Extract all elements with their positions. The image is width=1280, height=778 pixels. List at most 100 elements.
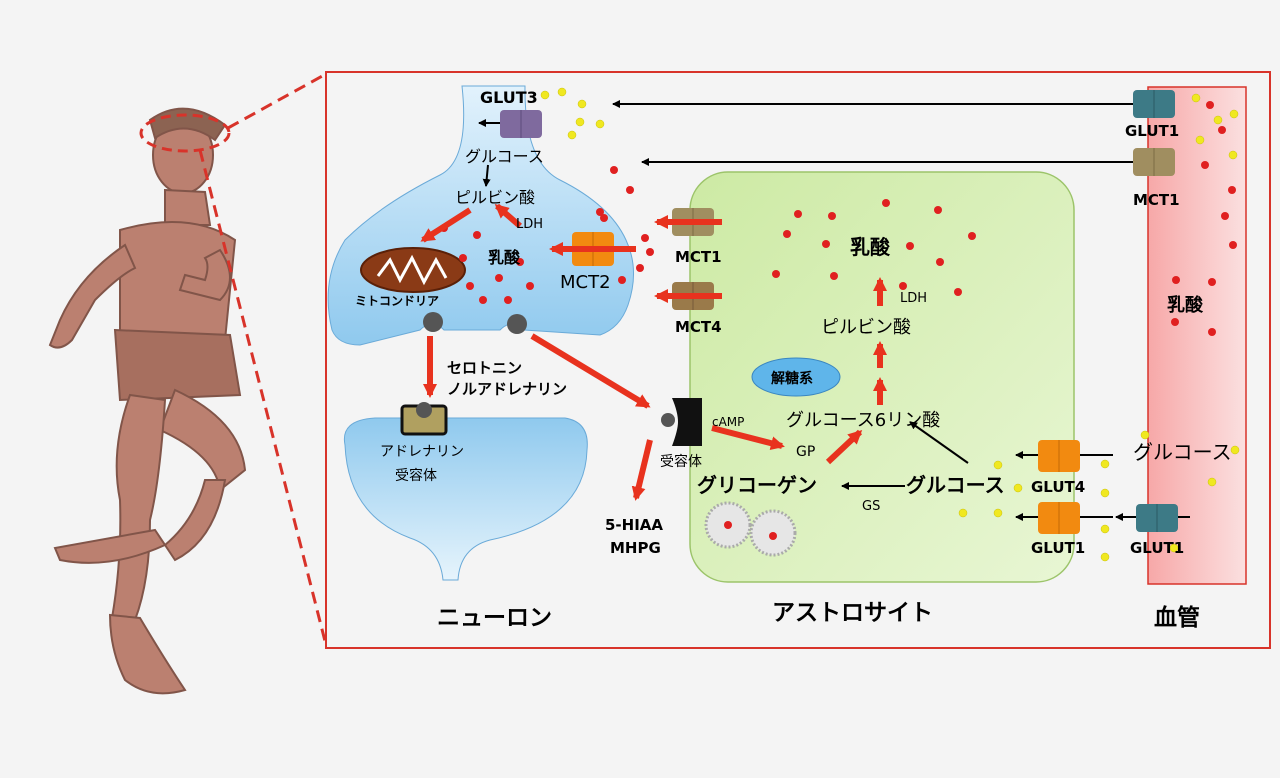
glucose-dot <box>1213 115 1223 125</box>
astro-glucose-label: グルコース <box>906 473 1005 497</box>
glycolysis-label: 解糖系 <box>771 370 813 387</box>
lactate-dot <box>1172 276 1180 284</box>
lactate-dot <box>516 258 524 266</box>
vessel-mct1-label: MCT1 <box>1133 191 1180 209</box>
glucose-dot <box>1100 524 1110 534</box>
gp-label: GP <box>796 444 815 460</box>
camp-label: cAMP <box>712 415 744 429</box>
noradrenaline-label: ノルアドレナリン <box>447 380 567 398</box>
glucose-dot <box>1230 445 1240 455</box>
lactate-dot <box>466 282 474 290</box>
neuron-glucose-label: グルコース <box>465 147 544 166</box>
astrocyte-region-label: アストロサイト <box>772 600 933 626</box>
glucose-dot <box>1013 483 1023 493</box>
lactate-dot <box>1208 328 1216 336</box>
lactate-dot <box>828 212 836 220</box>
glucose-dot <box>993 460 1003 470</box>
lactate-dot <box>1171 318 1179 326</box>
lactate-dot <box>1201 161 1209 169</box>
lactate-dot <box>794 210 802 218</box>
glucose-to-g6p-arrow <box>909 421 969 464</box>
metabolite-mhpg: MHPG <box>610 539 661 557</box>
g6p-label: グルコース6リン酸 <box>786 410 940 431</box>
lactate-dot <box>600 214 608 222</box>
zoom-line-top <box>227 72 327 130</box>
metabolite-5hiaa: 5-HIAA <box>605 516 663 534</box>
astrocyte-receptor-icon <box>661 398 702 446</box>
adrenaline-receptor-label-1: アドレナリン <box>380 444 464 460</box>
glut1-bottom-transporter <box>1136 504 1178 532</box>
glucose-dots <box>540 87 1240 562</box>
adrenaline-receptor-label-2: 受容体 <box>395 467 437 484</box>
glut1-astro-label: GLUT1 <box>1031 539 1085 557</box>
lactate-dot <box>934 206 942 214</box>
red-arrows <box>420 203 887 501</box>
vesicle-right <box>507 314 527 334</box>
glucose-dot <box>1191 93 1201 103</box>
lactate-dot <box>882 199 890 207</box>
glucose-dot <box>1207 477 1217 487</box>
glut3-label: GLUT3 <box>480 88 538 107</box>
glut4-transporter <box>1038 440 1080 472</box>
mct1-astro-label: MCT1 <box>675 248 722 266</box>
glycogen-label: グリコーゲン <box>697 473 817 497</box>
neuron-region-label: ニューロン <box>437 605 552 631</box>
receptor-label: 受容体 <box>660 453 702 470</box>
glucose-dot <box>1169 543 1179 553</box>
postsynaptic-neuron <box>343 417 588 581</box>
lactate-dot <box>1221 212 1229 220</box>
mct2-label: MCT2 <box>560 272 611 293</box>
lactate-dot <box>610 166 618 174</box>
neuron-pyruvate-label: ピルビン酸 <box>455 188 535 207</box>
glucose-dot <box>595 119 605 129</box>
lactate-dot <box>646 248 654 256</box>
glut1-astro-transporter <box>1038 502 1080 534</box>
lactate-dot <box>936 258 944 266</box>
lactate-dot <box>636 264 644 272</box>
lactate-dot <box>618 276 626 284</box>
astro-pyruvate-label: ピルビン酸 <box>821 317 911 338</box>
vessel-glucose-label: グルコース <box>1133 440 1232 464</box>
lactate-dot <box>1208 278 1216 286</box>
glucose-dot <box>557 87 567 97</box>
glut1-top-transporter <box>1133 90 1175 118</box>
vessel-lactate-label: 乳酸 <box>1167 294 1204 316</box>
astro-lactate-label: 乳酸 <box>850 235 891 259</box>
runner-illustration <box>48 107 247 695</box>
serotonin-label: セロトニン <box>447 359 522 377</box>
glucose-dot <box>1228 150 1238 160</box>
mitochondria-label: ミトコンドリア <box>355 294 439 308</box>
zoom-line-bottom <box>198 149 328 646</box>
glucose-dot <box>1100 488 1110 498</box>
astro-ldh-label: LDH <box>900 291 927 306</box>
lactate-dot <box>954 288 962 296</box>
lactate-dot <box>830 272 838 280</box>
glut1-top-label: GLUT1 <box>1125 122 1179 140</box>
vessel-region-label: 血管 <box>1154 604 1200 631</box>
lactate-dot <box>641 234 649 242</box>
glucose-dot <box>1100 459 1110 469</box>
zoom-focus-ellipse <box>139 113 231 153</box>
lactate-dot <box>899 282 907 290</box>
glut1-bottom-label: GLUT1 <box>1130 539 1184 557</box>
glucose-dot <box>1140 430 1150 440</box>
glucose-to-pyruvate-arrow <box>482 164 491 187</box>
neuron-ldh-label: LDH <box>516 217 543 232</box>
lactate-dot <box>1206 101 1214 109</box>
lactate-dot <box>473 231 481 239</box>
lactate-dot <box>1228 186 1236 194</box>
glucose-dot <box>958 508 968 518</box>
glycogen-granules <box>704 501 797 557</box>
glucose-dot <box>567 130 577 140</box>
lactate-dot <box>526 282 534 290</box>
glucose-dot <box>540 90 550 100</box>
lactate-dot <box>822 240 830 248</box>
glucose-dot <box>1229 109 1239 119</box>
neuron-lactate-label: 乳酸 <box>488 248 521 267</box>
lactate-dot <box>1218 126 1226 134</box>
lactate-dot <box>504 296 512 304</box>
lactate-dot <box>772 270 780 278</box>
adrenaline-receptor-icon <box>400 402 448 436</box>
glucose-dot <box>1195 135 1205 145</box>
